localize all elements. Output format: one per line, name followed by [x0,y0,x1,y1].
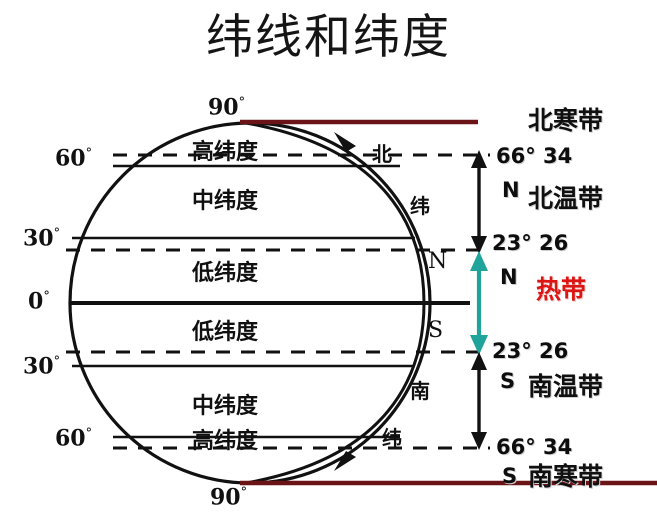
boundary-2326n-hemisphere: N [500,265,518,289]
page-title: 纬线和纬度 [206,10,451,65]
band-mid-latitude-south: 中纬度 [192,393,259,419]
band-high-latitude-south: 高纬度 [192,428,259,454]
edge-label-south-cn: 南 [410,379,430,403]
left-latitude-60n: 60° [55,145,93,172]
left-latitude-0: 0° [28,288,50,315]
boundary-2326n-value: 23° 26 [492,231,569,255]
zone-south-frigid: 南寒带 [528,462,604,491]
zone-tropical: 热带 [536,275,587,304]
south-temperate-span-arrow [471,352,487,450]
tropical-zone-span-arrow [470,251,488,355]
left-latitude-30s: 30° [23,353,61,380]
edge-label-north-wei: 纬 [410,194,430,218]
boundary-6634s-hemisphere: S [502,464,518,488]
band-low-latitude-south: 低纬度 [192,319,259,345]
band-mid-latitude-north: 中纬度 [192,188,259,214]
meridian-arrow-north-icon [334,132,356,152]
left-latitude-60s: 60° [55,425,93,452]
meridian-arrow-south-icon [334,451,356,471]
south-pole-degree-label: 90° [210,484,248,511]
boundary-2326s-value: 23° 26 [492,339,569,363]
edge-label-south-abbr: S [428,318,444,343]
edge-label-north-cn: 北 [372,142,392,166]
north-temperate-span-arrow [471,150,487,254]
boundary-6634n-value: 66° 34 [496,144,573,168]
edge-label-south-wei: 纬 [382,426,402,450]
band-high-latitude-north: 高纬度 [192,139,259,165]
boundary-6634s-value: 66° 34 [496,435,573,459]
zone-south-temperate: 南温带 [528,372,604,401]
north-pole-degree-label: 90° [208,94,246,121]
edge-label-north-abbr: N [428,249,448,274]
zone-north-frigid: 北寒带 [528,106,604,135]
band-low-latitude-north: 低纬度 [192,260,259,286]
boundary-2326s-hemisphere: S [500,369,516,393]
zone-north-temperate: 北温带 [528,184,604,213]
left-latitude-30n: 30° [23,225,61,252]
boundary-6634n-hemisphere: N [502,178,520,202]
